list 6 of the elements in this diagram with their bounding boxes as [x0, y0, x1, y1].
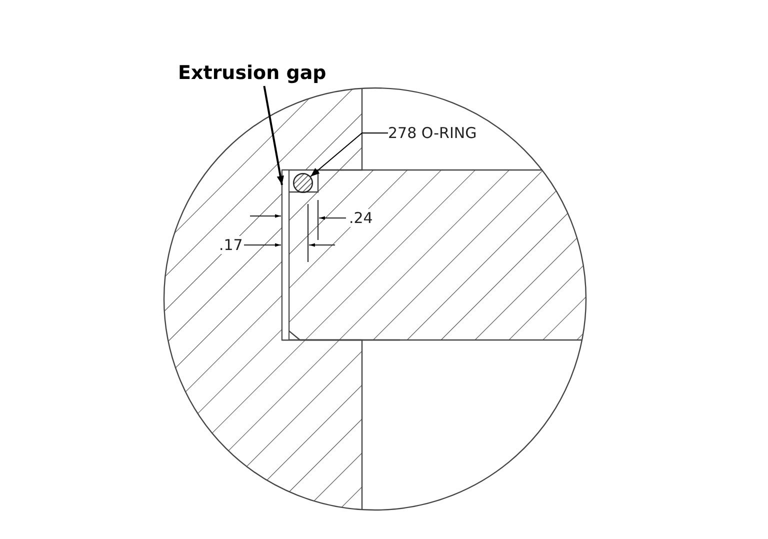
arrow	[263, 86, 284, 186]
part-label: 278 O-RING	[388, 124, 478, 142]
callout-label: Extrusion gap	[178, 62, 328, 84]
dimension-label: .17	[218, 236, 244, 254]
leader-line	[310, 132, 388, 177]
dimension-label: .24	[348, 209, 374, 227]
